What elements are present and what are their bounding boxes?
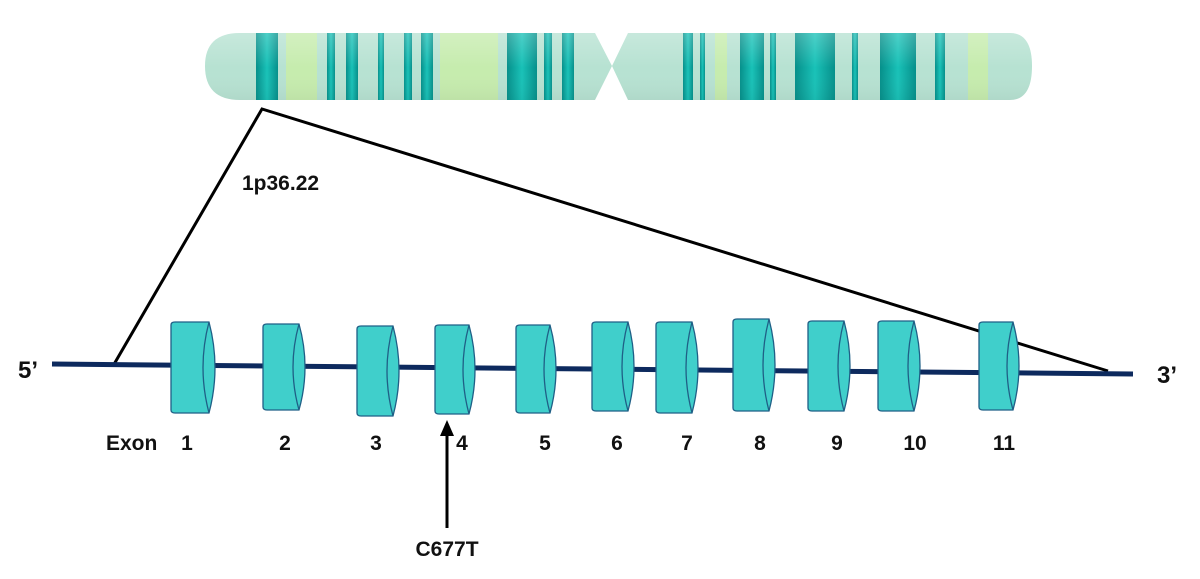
- exon-number-label: 3: [370, 432, 382, 455]
- exon-number-label: 1: [181, 432, 193, 455]
- exon-6: [591, 321, 635, 412]
- exon-number-label: 4: [456, 432, 468, 455]
- exon-number-label: 2: [279, 432, 291, 455]
- locus-label: 1p36.22: [242, 172, 319, 195]
- chromosome-ideogram: [205, 33, 1032, 100]
- exon-body: [434, 324, 476, 415]
- five-prime-label: 5’: [18, 357, 38, 384]
- exon-face: [202, 321, 210, 414]
- exon-number-label: 10: [903, 432, 926, 455]
- exon-number-label: 9: [831, 432, 843, 455]
- exon-face: [621, 321, 629, 412]
- exon-number-label: 11: [993, 432, 1016, 455]
- exon-body: [807, 320, 851, 412]
- exon-body: [877, 320, 921, 412]
- exon-face: [292, 323, 300, 411]
- exon-body: [978, 321, 1020, 411]
- exon-number-group: 1 2 3 4 5 6 7 8 9 10 11: [181, 432, 1015, 455]
- exon-8: [732, 318, 776, 412]
- exon-2: [262, 323, 306, 411]
- exon-body: [262, 323, 306, 411]
- exon-face: [685, 321, 693, 414]
- mutation-label: C677T: [415, 538, 478, 561]
- exon-body: [170, 321, 216, 414]
- exon-group: [170, 318, 1020, 417]
- exon-face: [543, 324, 551, 414]
- exon-5: [515, 324, 557, 414]
- chromosome-shading: [205, 33, 1032, 100]
- exon-face: [386, 325, 394, 417]
- exon-word-label: Exon: [106, 432, 157, 455]
- exon-11: [978, 321, 1020, 411]
- exon-body: [515, 324, 557, 414]
- exon-1: [170, 321, 216, 414]
- exon-3: [356, 325, 400, 417]
- exon-body: [356, 325, 400, 417]
- three-prime-label: 3’: [1157, 362, 1177, 389]
- exon-face: [762, 318, 770, 412]
- exon-4: [434, 324, 476, 415]
- exon-number-label: 7: [681, 432, 693, 455]
- exon-face: [907, 320, 915, 412]
- zoom-lines: [111, 107, 1109, 373]
- mutation-marker: C677T: [415, 420, 479, 561]
- exon-10: [877, 320, 921, 412]
- exon-9: [807, 320, 851, 412]
- exon-number-label: 6: [611, 432, 623, 455]
- exon-face: [837, 320, 845, 412]
- exon-number-label: 5: [539, 432, 551, 455]
- exon-7: [655, 321, 699, 414]
- exon-body: [732, 318, 776, 412]
- exon-face: [1006, 321, 1014, 411]
- exon-face: [462, 324, 470, 415]
- exon-number-label: 8: [754, 432, 766, 455]
- mutation-arrowhead-icon: [440, 420, 454, 436]
- exon-body: [591, 321, 635, 412]
- exon-body: [655, 321, 699, 414]
